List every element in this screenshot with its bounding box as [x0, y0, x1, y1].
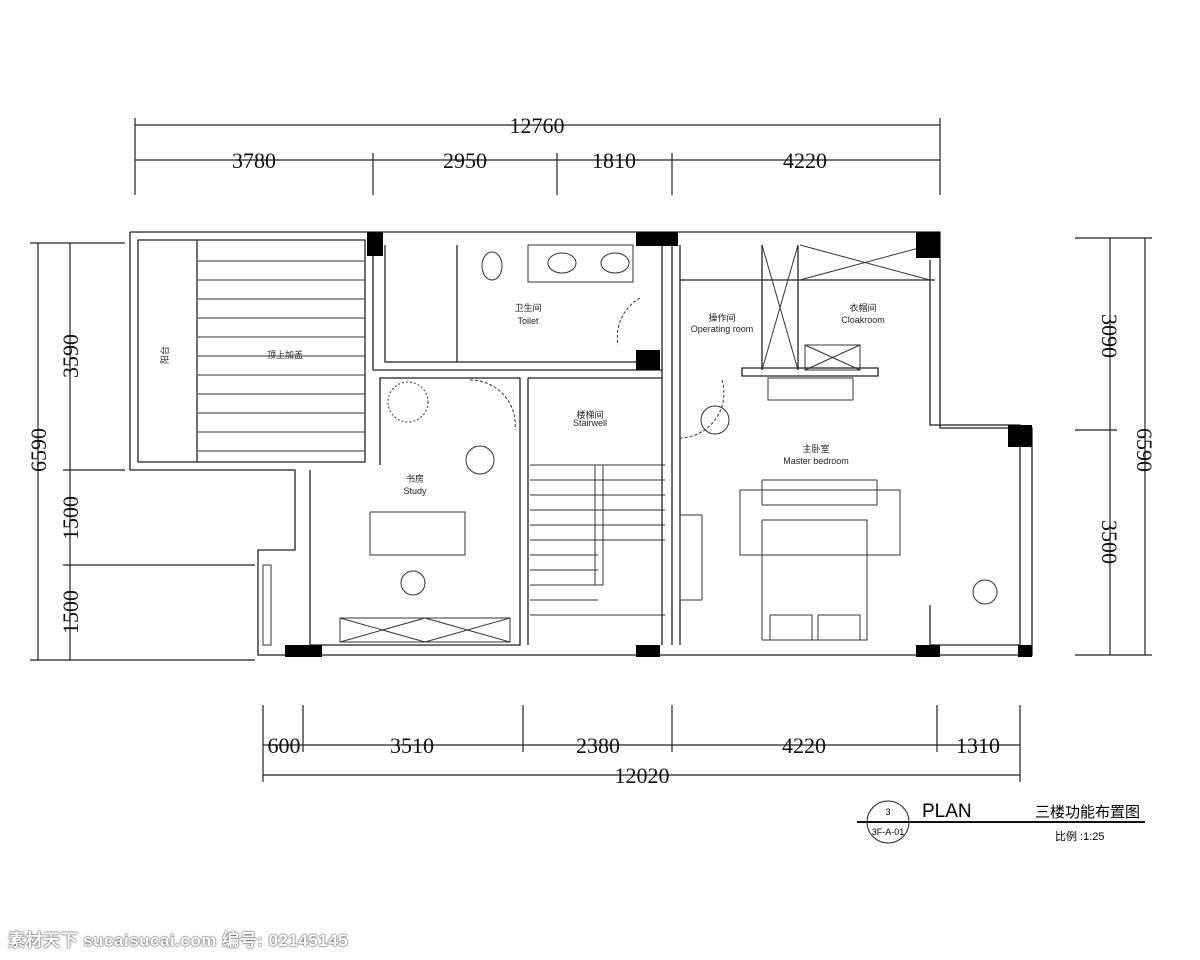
- label-stairwell-en: Stairwell: [573, 418, 607, 428]
- dim-top-3: 1810: [592, 148, 636, 173]
- label-master-en: Master bedroom: [783, 456, 849, 466]
- left-dimensions: [30, 242, 255, 661]
- label-toilet-cn: 卫生间: [514, 302, 541, 313]
- dim-bottom-total: 12020: [615, 763, 670, 788]
- label-stairwell-cn: 楼梯间: [576, 409, 603, 420]
- top-dimensions: [134, 118, 941, 195]
- label-study-cn: 书房: [406, 473, 424, 484]
- label-master-cn: 主卧室: [802, 443, 829, 454]
- dim-top-2: 2950: [443, 148, 487, 173]
- bottom-dimensions: [262, 705, 1021, 782]
- dim-left-3: 1500: [58, 590, 83, 634]
- plan-title-cn: 三楼功能布置图: [1035, 804, 1140, 821]
- dim-right-total: 6590: [1132, 428, 1157, 472]
- plan-title: PLAN: [922, 801, 972, 822]
- structural-columns: [285, 232, 1032, 657]
- label-roof-addition: 顶上加盖: [267, 349, 303, 360]
- furniture: [262, 244, 998, 646]
- label-cloakroom-en: Cloakroom: [841, 315, 885, 325]
- dim-bottom-5: 1310: [956, 733, 1000, 758]
- watermark: 素材天下 sucaisucai.com 编号: 02145145: [8, 931, 349, 950]
- dim-bottom-1: 600: [268, 733, 301, 758]
- dim-top-total: 12760: [510, 113, 565, 138]
- dim-left-total: 6590: [26, 428, 51, 472]
- dim-bottom-2: 3510: [390, 733, 434, 758]
- label-cloakroom-cn: 衣帽间: [849, 302, 876, 313]
- dim-left-1: 3590: [58, 334, 83, 378]
- dim-bottom-3: 2380: [576, 733, 620, 758]
- sheet-code: 3F-A-01: [872, 827, 905, 837]
- dim-right-1: 3090: [1097, 314, 1122, 358]
- dim-left-2: 1500: [58, 496, 83, 540]
- dim-top-4: 4220: [783, 148, 827, 173]
- right-dimensions: [1075, 237, 1152, 656]
- dim-bottom-4: 4220: [782, 733, 826, 758]
- balcony-railing: [198, 260, 365, 452]
- label-study-en: Study: [403, 486, 427, 496]
- title-number: 3: [885, 807, 890, 817]
- label-toilet-en: Toilet: [517, 316, 539, 326]
- scale-label: 比例 :1:25: [1055, 829, 1105, 843]
- label-operating-en: Operating room: [691, 324, 754, 334]
- walls: [129, 231, 1033, 656]
- label-operating-cn: 操作间: [708, 312, 735, 323]
- label-balcony: 阳台: [159, 346, 170, 364]
- title-block: [857, 800, 1145, 844]
- dim-right-2: 3500: [1097, 520, 1122, 564]
- dim-top-1: 3780: [232, 148, 276, 173]
